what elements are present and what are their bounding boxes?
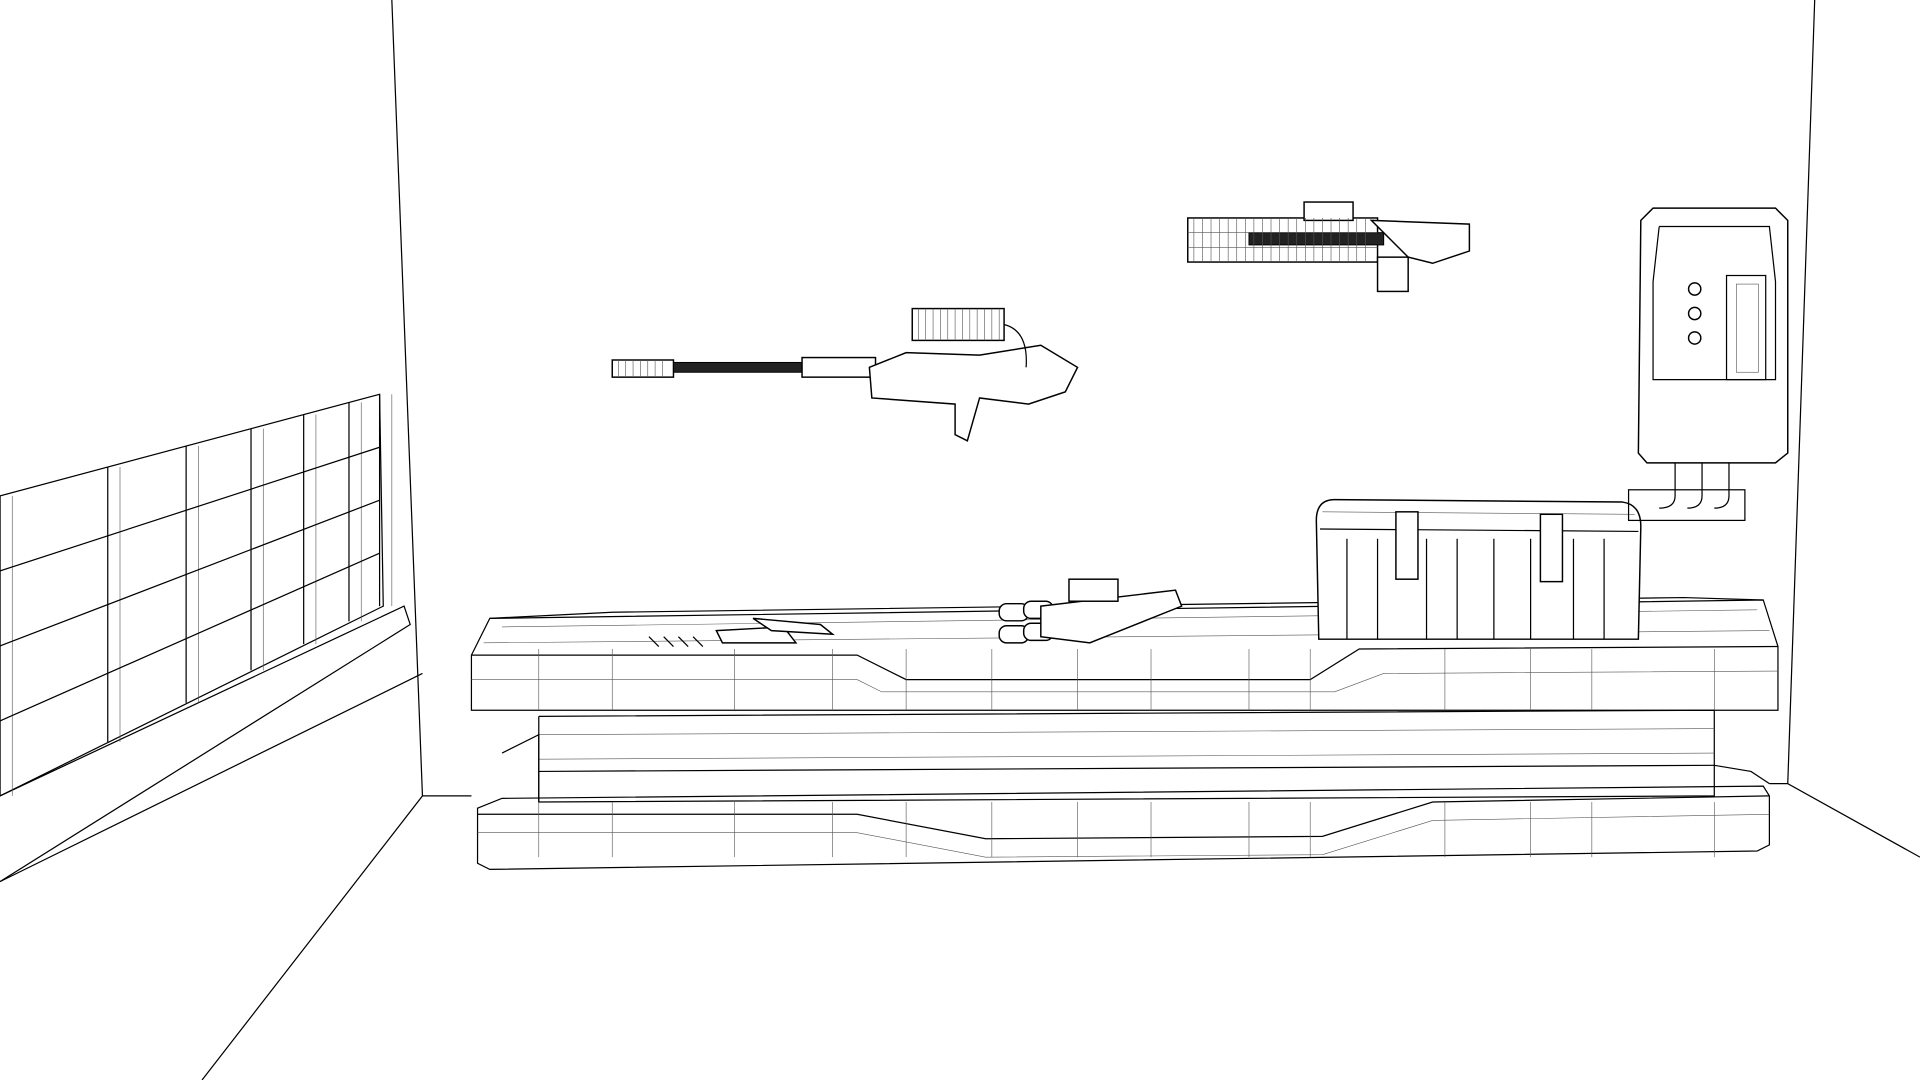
ammo-round [677,636,689,647]
counter [470,596,1779,871]
smg [1187,201,1471,293]
ammo-round [663,636,674,647]
crate [1315,498,1642,640]
tile-seam [0,446,380,572]
grenade-launcher [998,578,1183,644]
control-knob [1687,331,1702,345]
ammo-round [648,636,660,647]
tile-wall-panel [0,393,423,883]
tile-seam [0,499,380,647]
rifle [611,307,1079,442]
crate-latch [1539,513,1564,583]
crate-latch [1395,511,1419,580]
pistols [648,617,835,647]
tile-seam [0,552,380,722]
wall-control-box [1627,207,1789,522]
control-knob [1687,282,1702,296]
ammo-round [692,636,704,647]
room-walls [201,0,1920,1080]
control-knob [1687,306,1702,321]
